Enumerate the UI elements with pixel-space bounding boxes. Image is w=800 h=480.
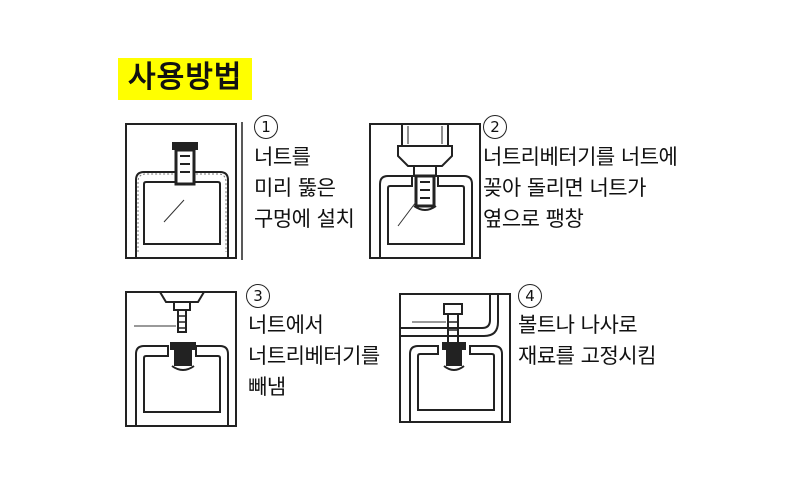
step-2-description: 너트리베터기를 너트에 꽂아 돌리면 너트가 옆으로 팽창 xyxy=(483,142,678,235)
step-1-number: 1 xyxy=(254,115,278,139)
step-4-line-1: 볼트나 나사로 xyxy=(518,313,638,337)
step-2-line-1: 너트리베터기를 너트에 xyxy=(483,145,678,169)
step-4-illustration xyxy=(398,292,523,427)
step-1-line-3: 구멍에 설치 xyxy=(254,207,355,231)
step-1-line-1: 너트를 xyxy=(254,145,311,169)
step-4-number: 4 xyxy=(518,284,542,308)
step-2-line-3: 옆으로 팽창 xyxy=(483,207,584,231)
step-3-number: 3 xyxy=(246,284,270,308)
step-3-description: 너트에서 너트리베터기를 빼냄 xyxy=(248,310,380,403)
step-1-illustration xyxy=(124,122,249,262)
step-2-line-2: 꽂아 돌리면 너트가 xyxy=(483,176,646,200)
step-1-description: 너트를 미리 뚫은 구멍에 설치 xyxy=(254,142,355,235)
step-4-line-2: 재료를 고정시킴 xyxy=(518,344,656,368)
step-3-line-1: 너트에서 xyxy=(248,313,324,337)
step-3-line-3: 빼냄 xyxy=(248,375,286,399)
step-2-number: 2 xyxy=(483,115,507,139)
step-4-description: 볼트나 나사로 재료를 고정시킴 xyxy=(518,310,656,372)
step-2-illustration xyxy=(368,122,493,262)
step-3-line-2: 너트리베터기를 xyxy=(248,344,380,368)
step-3-illustration xyxy=(124,290,249,430)
page-title: 사용방법 xyxy=(118,58,253,100)
step-1-line-2: 미리 뚫은 xyxy=(254,176,336,200)
